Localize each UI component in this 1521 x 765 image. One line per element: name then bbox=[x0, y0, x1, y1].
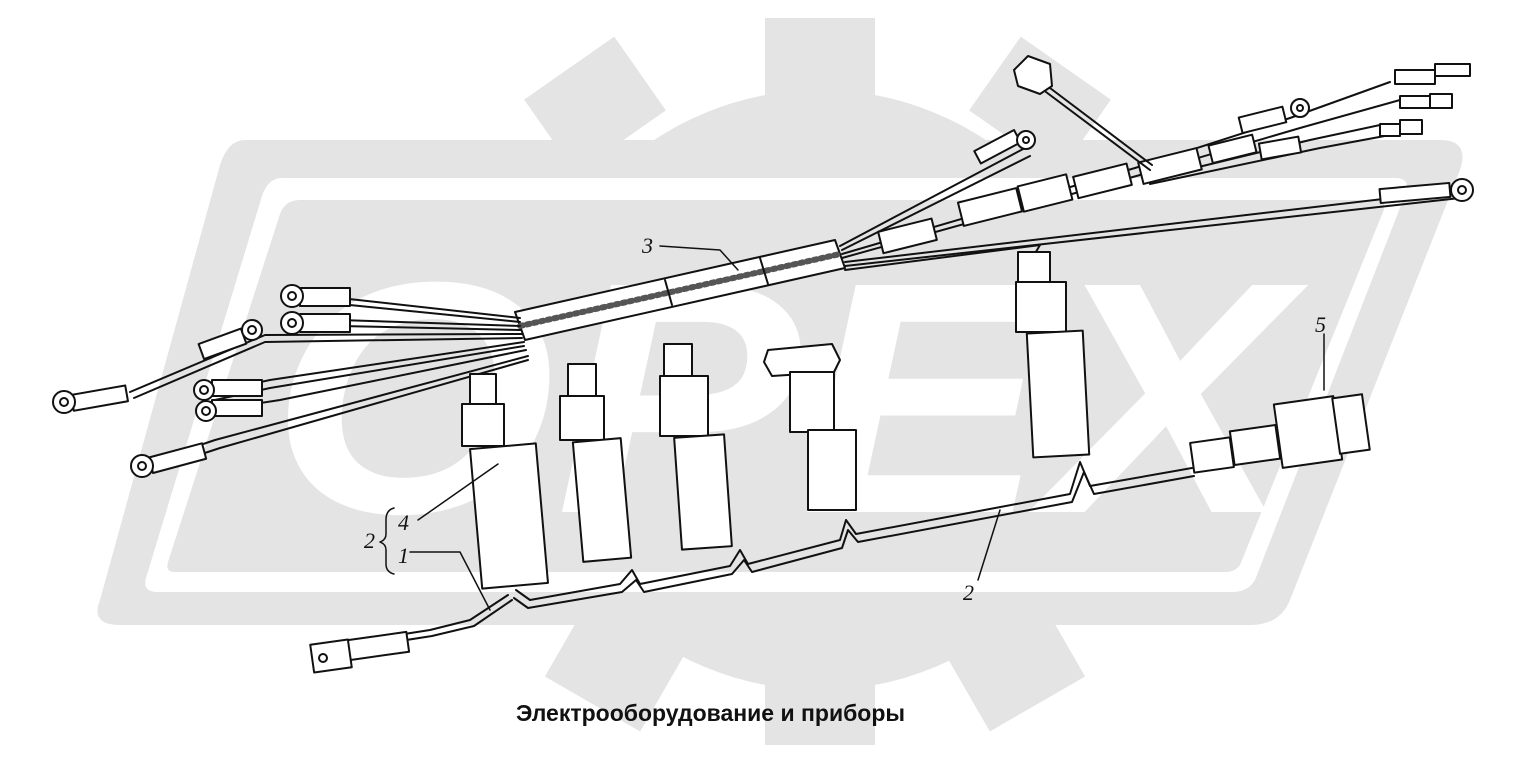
gear-tooth bbox=[944, 598, 1086, 732]
sensor-sockets bbox=[461, 251, 1091, 590]
gear-tooth bbox=[969, 36, 1111, 174]
gear-tooth bbox=[524, 36, 666, 174]
callout-2-right: 2 bbox=[963, 580, 974, 605]
main-harness-trunk bbox=[514, 239, 846, 341]
harness-drawing bbox=[52, 55, 1474, 674]
callout-4: 4 bbox=[398, 510, 409, 535]
callout-1: 1 bbox=[398, 543, 409, 568]
callout-5: 5 bbox=[1315, 312, 1326, 337]
watermark-inner-band bbox=[167, 200, 1385, 572]
diagram-caption: Электрооборудование и приборы bbox=[515, 700, 906, 726]
right-connectors bbox=[877, 55, 1474, 255]
gear-tooth bbox=[544, 598, 686, 732]
callout-2-left: 2 bbox=[364, 528, 375, 553]
leader-lines bbox=[379, 245, 1325, 611]
callout-3: 3 bbox=[641, 233, 653, 258]
lower-branch-harness bbox=[309, 393, 1371, 674]
left-ring-terminals bbox=[52, 284, 351, 478]
